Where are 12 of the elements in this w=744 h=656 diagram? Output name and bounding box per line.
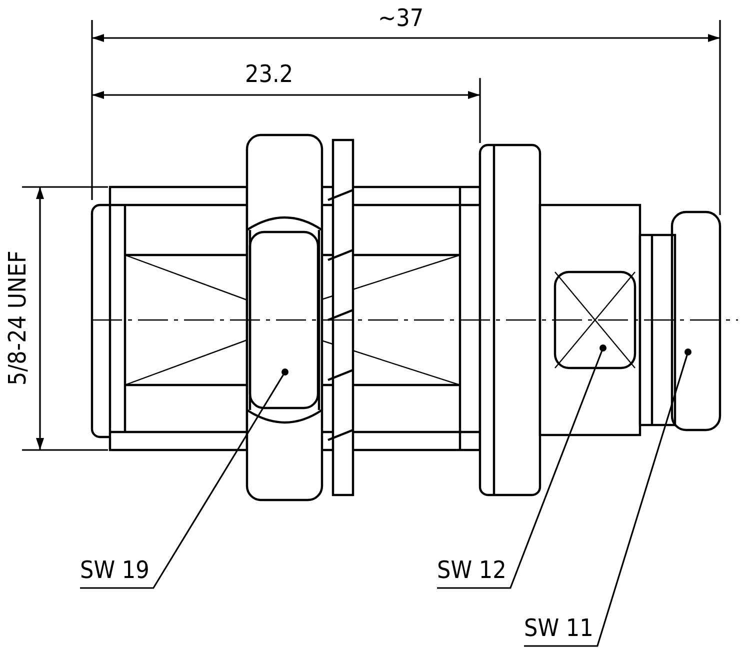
callout-label: SW 19 [80,556,150,584]
leader-line [437,344,606,589]
callout-label: SW 11 [524,614,594,642]
dimension-label: 23.2 [245,60,294,88]
leader-line [524,348,692,647]
leader-line [80,368,288,589]
dimension-label: ~37 [378,4,424,32]
connector-part [670,210,722,432]
connector-part [554,270,636,370]
thread-dimension-label: 5/8-24 UNEF [3,250,31,386]
connector-part [248,230,320,410]
callout-label: SW 12 [437,556,506,584]
